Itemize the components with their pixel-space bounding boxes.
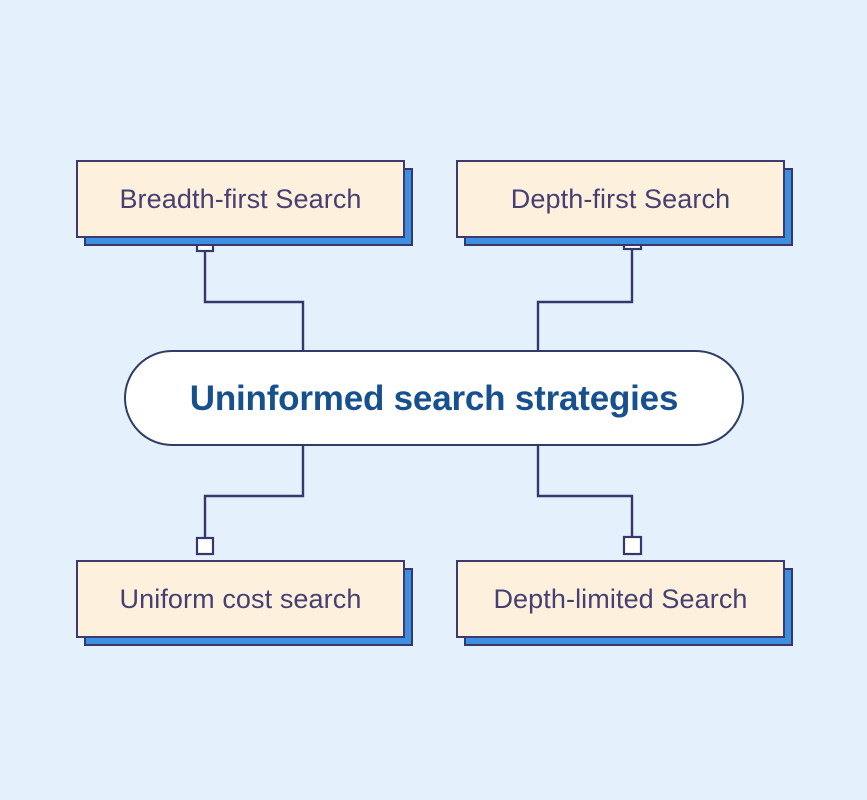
node-uniform-cost-search[interactable]: Uniform cost search (76, 560, 413, 646)
anchor-square-depth-limited-search (622, 535, 643, 556)
node-breadth-first-search[interactable]: Breadth-first Search (76, 160, 413, 246)
edge-depth-first-search-to-center (536, 247, 634, 354)
edge-center-to-uniform-cost-search (203, 442, 305, 550)
edge-center-to-depth-limited-search (536, 442, 634, 550)
node-face: Depth-first Search (456, 160, 785, 238)
node-label-center: Uninformed search strategies (189, 378, 679, 418)
node-depth-limited-search[interactable]: Depth-limited Search (456, 560, 793, 646)
node-depth-first-search[interactable]: Depth-first Search (456, 160, 793, 246)
node-center-uninformed-search-strategies[interactable]: Uninformed search strategies (124, 350, 744, 446)
node-face: Uniform cost search (76, 560, 405, 638)
node-label-breadth-first-search: Breadth-first Search (119, 183, 362, 214)
edge-breadth-first-search-to-center (203, 247, 305, 354)
node-label-depth-limited-search: Depth-limited Search (493, 583, 748, 614)
node-face: Depth-limited Search (456, 560, 785, 638)
anchor-square-uniform-cost-search (195, 536, 215, 556)
node-face: Breadth-first Search (76, 160, 405, 238)
node-label-uniform-cost-search: Uniform cost search (119, 583, 362, 614)
node-label-depth-first-search: Depth-first Search (510, 183, 731, 214)
